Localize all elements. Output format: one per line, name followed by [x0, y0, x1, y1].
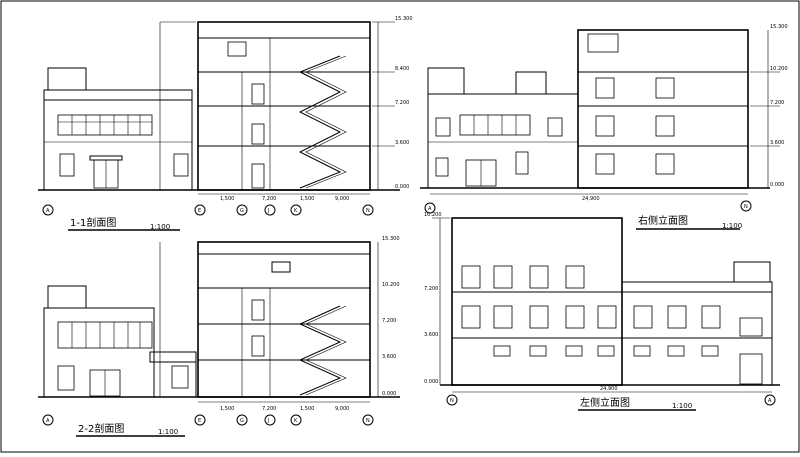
door [251, 163, 265, 189]
drawing-scale-right: 1:100 [722, 222, 742, 230]
axis-label: A [46, 208, 50, 214]
axis-label: N [450, 398, 454, 404]
section-2-2-drawing [38, 241, 400, 426]
window-small [59, 153, 75, 177]
section-1-1-drawing [38, 21, 400, 195]
axis-label: E [198, 418, 201, 424]
elev-label: 3.600 [770, 140, 784, 146]
dim-label: 1,500 [220, 406, 234, 412]
drawing-title-right: 右侧立面图 [638, 214, 688, 227]
elev-label: 10.200 [382, 282, 400, 288]
axis-label: A [46, 418, 50, 424]
elev-label: 7.200 [424, 286, 438, 292]
drawing-title-sec1: 1-1剖面图 [70, 216, 116, 229]
elev-label: 3.600 [382, 354, 396, 360]
axis-label: G [240, 418, 244, 424]
elev-label: 15.300 [382, 236, 400, 242]
dim-label: 7,200 [262, 196, 276, 202]
drawing-title-left: 左侧立面图 [580, 396, 630, 409]
elev-label: 8.400 [395, 66, 409, 72]
dim-label: 9,000 [335, 196, 349, 202]
dim-label: 9,000 [335, 406, 349, 412]
elev-label: 0.000 [424, 379, 438, 385]
elev-label: 10.200 [770, 66, 788, 72]
elev-label: 10.200 [424, 212, 442, 218]
elev-label: 0.000 [770, 182, 784, 188]
right-elevation-drawing [420, 29, 780, 214]
dim-label: 1,500 [300, 406, 314, 412]
roof-slab [43, 89, 193, 101]
window-small [227, 41, 247, 57]
door [251, 123, 265, 145]
axis-label: G [240, 208, 244, 214]
stair-flight [298, 55, 342, 189]
axis-label: A [428, 206, 432, 212]
left-elevation-drawing [432, 217, 780, 406]
axis-label: K [294, 418, 298, 424]
axis-label: E [198, 208, 201, 214]
dim-label: 24,900 [582, 196, 600, 202]
drawing-title-sec2: 2-2剖面图 [78, 422, 124, 435]
axis-label: N [366, 418, 370, 424]
axis-label: N [744, 204, 748, 210]
axis-label: A [768, 398, 772, 404]
dim-label: 24,900 [600, 386, 618, 392]
lower-building [43, 99, 193, 191]
elev-label: 3.600 [395, 140, 409, 146]
drawing-scale-sec2: 1:100 [158, 428, 178, 436]
window-small [173, 153, 189, 177]
elev-label: 7.200 [382, 318, 396, 324]
elev-label: 15.300 [395, 16, 413, 22]
ribbon-window [57, 114, 153, 136]
axis-label: J [267, 418, 269, 424]
axis-bubbles-sec1 [42, 204, 374, 216]
dim-label: 7,200 [262, 406, 276, 412]
elev-label: 7.200 [770, 100, 784, 106]
drawing-scale-left: 1:100 [672, 402, 692, 410]
elev-label: 7.200 [395, 100, 409, 106]
door [251, 83, 265, 105]
elev-label: 15.300 [770, 24, 788, 30]
elev-label: 0.000 [395, 184, 409, 190]
dim-label: 1,500 [220, 196, 234, 202]
elev-label: 3.600 [424, 332, 438, 338]
parapet-block [47, 67, 87, 91]
axis-label: N [366, 208, 370, 214]
canopy [89, 155, 123, 161]
dim-label: 1,500 [300, 196, 314, 202]
axis-label: J [267, 208, 269, 214]
axis-label: K [294, 208, 298, 214]
elev-label: 0.000 [382, 391, 396, 397]
drawing-scale-sec1: 1:100 [150, 223, 170, 231]
